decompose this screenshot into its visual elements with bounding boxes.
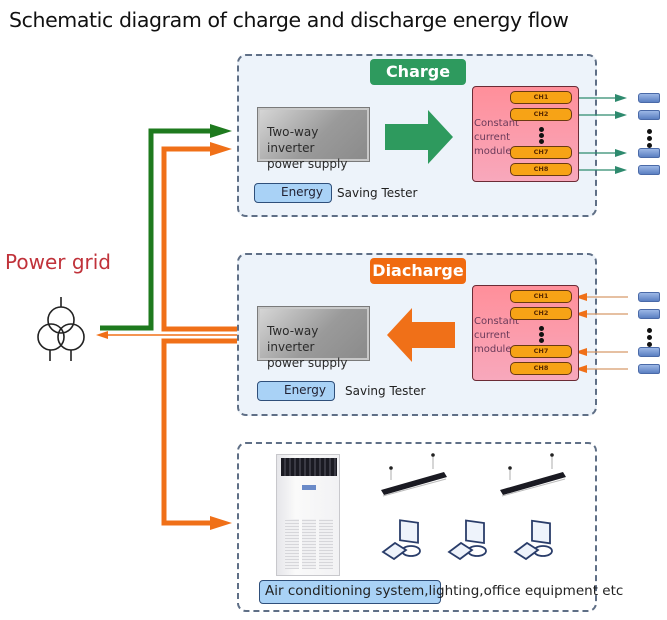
charge-badge: Charge: [370, 59, 466, 85]
grid-return-arrowhead: [96, 331, 108, 339]
inverter-label-line2: power supply: [267, 157, 348, 171]
battery-cell-icon: [638, 309, 660, 319]
discharge-badge: Diacharge: [370, 258, 466, 284]
charge-channel-arrows: [574, 97, 618, 171]
charge-channel-ch7: CH7: [510, 146, 572, 159]
ellipsis-dot: [647, 143, 652, 148]
power-grid-label: Power grid: [5, 250, 111, 274]
discharge-inverter-box: Two-way inverter power supply: [257, 306, 370, 370]
diagram-title: Schematic diagram of charge and discharg…: [9, 8, 569, 32]
loads-label-highlighted-part: Air conditioning system,li: [265, 583, 437, 599]
charge-saving-tester-label: Saving Tester: [337, 186, 418, 200]
ellipsis-dot: [539, 338, 544, 343]
discharge-direction-arrow: [387, 308, 455, 362]
ceiling-light-icon: [500, 453, 566, 497]
discharge-channel-ch7: CH7: [510, 345, 572, 358]
charge-flow-line: [100, 124, 232, 331]
ellipsis-dot: [539, 139, 544, 144]
charge-channel-ch2: CH2: [510, 108, 572, 121]
discharge-channel-arrowheads: [575, 293, 587, 373]
discharge-channel-arrows: [584, 296, 628, 370]
battery-cell-icon: [638, 110, 660, 120]
ellipsis-dot: [539, 332, 544, 337]
battery-cell-icon: [638, 364, 660, 374]
battery-cell-icon: [638, 93, 660, 103]
battery-cell-icon: [638, 165, 660, 175]
loads-label: Air conditioning system,lighting,office …: [265, 583, 623, 599]
charge-channel-arrowheads: [615, 94, 627, 174]
charge-channel-ch8: CH8: [510, 163, 572, 176]
battery-cell-icon: [638, 148, 660, 158]
charge-module-label: Constant current module: [474, 118, 519, 157]
ceiling-light-icon: [381, 453, 447, 497]
charge-arrowhead: [210, 124, 232, 138]
inverter-label-line1: Two-way inverter: [267, 324, 319, 354]
charge-channel-ch1: CH1: [510, 91, 572, 104]
ellipsis-dot: [647, 342, 652, 347]
charge-energy-box: Energy: [254, 183, 332, 203]
computer-icon: [513, 519, 553, 561]
discharge-channel-ch1: CH1: [510, 290, 572, 303]
inverter-label-line2: power supply: [267, 356, 348, 370]
battery-cell-icon: [638, 292, 660, 302]
computer-icon: [381, 519, 421, 561]
charge-direction-arrow: [385, 110, 453, 164]
discharge-channel-ch2: CH2: [510, 307, 572, 320]
discharge-module-label: Constant current module: [474, 316, 519, 355]
ellipsis-dot: [647, 335, 652, 340]
ellipsis-dot: [647, 136, 652, 141]
discharge-to-loads-arrowhead: [210, 516, 232, 530]
ellipsis-dot: [647, 129, 652, 134]
inverter-label-line1: Two-way inverter: [267, 125, 319, 155]
charge-inverter-box: Two-way inverter power supply: [257, 107, 370, 171]
ellipsis-dot: [539, 127, 544, 132]
battery-cell-icon: [638, 347, 660, 357]
ellipsis-dot: [539, 133, 544, 138]
loads-label-rest: ghting,office equipment etc: [436, 583, 624, 599]
discharge-flow-lines: [161, 146, 237, 526]
discharge-channel-ch8: CH8: [510, 362, 572, 375]
ellipsis-dot: [539, 326, 544, 331]
ellipsis-dot: [647, 328, 652, 333]
air-conditioner-icon: [276, 454, 340, 576]
discharge-saving-tester-label: Saving Tester: [345, 384, 426, 398]
discharge-to-charge-arrowhead: [210, 142, 232, 156]
discharge-energy-box: Energy: [257, 381, 335, 401]
transformer-icon: [37, 297, 85, 361]
loads-label-highlight: [259, 580, 441, 604]
computer-icon: [447, 519, 487, 561]
